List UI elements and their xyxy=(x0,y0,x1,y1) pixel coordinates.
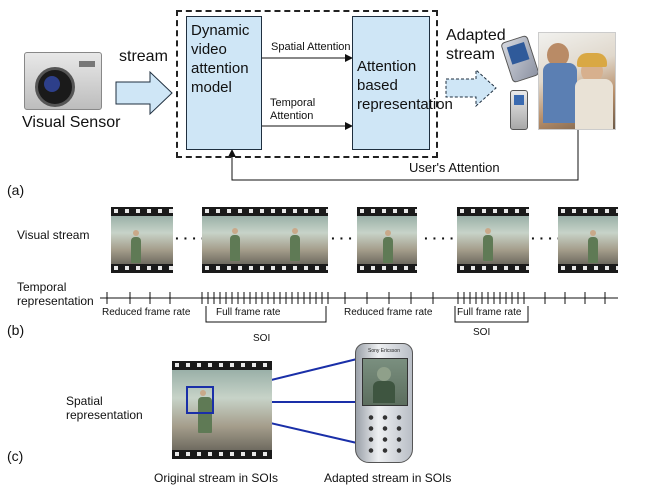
visual-stream-label: Visual stream xyxy=(17,228,90,242)
video-attention-model-box: Dynamic video attention model xyxy=(186,16,262,150)
soi-label-1: SOI xyxy=(253,333,271,344)
rate-label-2: Full frame rate xyxy=(216,307,281,318)
part-label-b: (b) xyxy=(7,322,25,338)
spatial-representation-label: Spatial representation xyxy=(66,394,143,422)
part-label-c: (c) xyxy=(7,448,24,464)
system-boundary xyxy=(176,10,438,158)
film-strip-2 xyxy=(202,207,328,273)
film-strip-1 xyxy=(111,207,173,273)
phone-brand-label: Sony Ericsson xyxy=(368,348,400,354)
mobile-phone-icon xyxy=(510,90,528,130)
film-strip-4 xyxy=(457,207,529,273)
original-stream-caption: Original stream in SOIs xyxy=(154,471,279,485)
stream-label: stream xyxy=(119,48,168,65)
rate-label-3: Reduced frame rate xyxy=(344,307,433,318)
region-of-interest-box xyxy=(186,386,214,414)
spatial-attention-label: Spatial Attention xyxy=(271,41,351,53)
film-strip-3 xyxy=(357,207,417,273)
camera-icon xyxy=(24,52,102,110)
adapted-stream-label: Adapted stream xyxy=(446,27,506,63)
film-strip-5 xyxy=(558,207,618,273)
ellipsis-2: · · · · xyxy=(331,230,362,246)
soi-label-2: SOI xyxy=(473,327,491,338)
ellipsis-4: · · · · xyxy=(531,230,562,246)
part-label-a: (a) xyxy=(7,182,25,198)
adapted-stream-arrow xyxy=(445,68,497,108)
timeline-ticks xyxy=(106,292,606,304)
users-photo xyxy=(538,32,616,130)
rate-label-4: Full frame rate xyxy=(457,307,522,318)
users-attention-feedback xyxy=(228,126,579,181)
soi-bracket-1 xyxy=(205,306,327,323)
rate-label-1: Reduced frame rate xyxy=(102,307,191,318)
ellipsis-3: · · · · xyxy=(424,230,455,246)
users-attention-label: User's Attention xyxy=(409,160,500,175)
attention-representation-box: Attention based representation xyxy=(352,16,453,150)
temporal-representation-label: Temporal representation xyxy=(17,280,94,308)
soi-bracket-2 xyxy=(454,306,529,323)
ellipsis-1: · · · · xyxy=(175,230,206,246)
visual-sensor-label: Visual Sensor xyxy=(22,114,121,131)
temporal-attention-label: Temporal Attention xyxy=(270,97,316,122)
phone-screen xyxy=(362,358,408,406)
mobile-phone-icon-large: Sony Ericsson xyxy=(355,343,413,463)
stream-arrow xyxy=(115,70,173,116)
adapted-stream-caption: Adapted stream in SOIs xyxy=(324,471,452,485)
original-stream-frame xyxy=(172,361,272,459)
